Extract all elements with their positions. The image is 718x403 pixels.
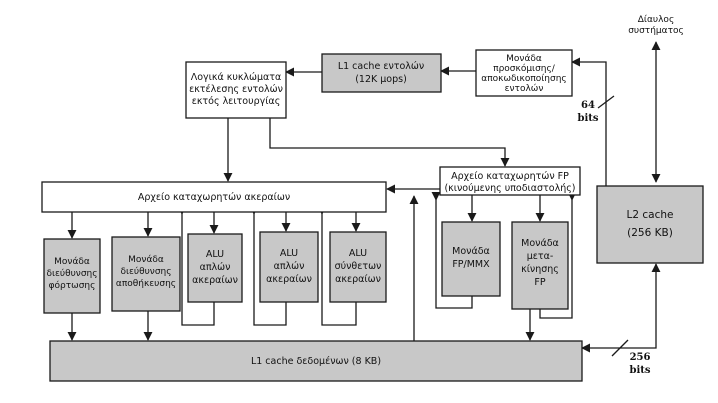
svg-text:μετα-: μετα- bbox=[527, 251, 554, 262]
l1-instruction-cache: L1 cache εντολών (12K μops) bbox=[321, 53, 442, 93]
svg-text:FP: FP bbox=[534, 277, 545, 288]
l2-cache: L2 cache (256 KB) bbox=[596, 185, 704, 264]
svg-text:256: 256 bbox=[630, 352, 651, 363]
bus-width-64: 64 bits bbox=[577, 100, 598, 124]
svg-text:ακεραίων: ακεραίων bbox=[192, 275, 238, 286]
svg-text:Λογικά κυκλώματα: Λογικά κυκλώματα bbox=[191, 72, 282, 83]
svg-text:εκτός λειτουργίας: εκτός λειτουργίας bbox=[192, 96, 281, 107]
svg-text:L1 cache εντολών: L1 cache εντολών bbox=[338, 61, 424, 72]
svg-text:Μονάδα: Μονάδα bbox=[54, 257, 90, 267]
svg-text:Μονάδα: Μονάδα bbox=[128, 255, 164, 265]
system-bus-line-1: Δίαυλος bbox=[638, 15, 674, 25]
svg-text:ALU: ALU bbox=[349, 248, 367, 259]
l1d-l2-bus-arrow bbox=[581, 263, 661, 353]
svg-text:bits: bits bbox=[629, 365, 650, 376]
svg-text:αποθήκευσης: αποθήκευσης bbox=[116, 279, 176, 289]
fp-move-unit: Μονάδα μετα- κίνησης FP bbox=[511, 221, 569, 310]
svg-text:FP/MMX: FP/MMX bbox=[452, 259, 490, 270]
svg-text:Αρχείο καταχωρητών FP: Αρχείο καταχωρητών FP bbox=[451, 171, 569, 182]
svg-text:προσκόμισης/: προσκόμισης/ bbox=[493, 63, 556, 74]
svg-text:(256 KB): (256 KB) bbox=[627, 227, 673, 239]
svg-text:κίνησης: κίνησης bbox=[521, 264, 559, 275]
integer-register-file: Αρχείο καταχωρητών ακεραίων bbox=[41, 181, 387, 213]
l1-data-cache: L1 cache δεδομένων (8 KB) bbox=[49, 340, 583, 382]
svg-text:φόρτωσης: φόρτωσης bbox=[49, 280, 96, 291]
svg-text:64: 64 bbox=[581, 100, 595, 111]
svg-text:bits: bits bbox=[577, 113, 598, 124]
svg-text:Μονάδα: Μονάδα bbox=[506, 54, 542, 64]
l2-to-fetch-arrow bbox=[571, 57, 607, 186]
svg-text:ακεραίων: ακεραίων bbox=[266, 274, 312, 285]
fpmmx-output-loop bbox=[431, 191, 473, 309]
system-bus-line-2: συστήματος bbox=[628, 26, 684, 36]
svg-text:εντολών: εντολών bbox=[505, 83, 544, 94]
fetch-decode-unit: Μονάδα προσκόμισης/ αποκωδικοποίησης εντ… bbox=[475, 49, 573, 97]
out-of-order-logic: Λογικά κυκλώματα εκτέλεσης εντολών εκτός… bbox=[185, 61, 287, 119]
bus-256-slash bbox=[611, 339, 629, 357]
svg-text:απλών: απλών bbox=[200, 262, 231, 273]
svg-text:απλών: απλών bbox=[274, 261, 305, 272]
alu-simple-integer-1: ALU απλών ακεραίων bbox=[187, 233, 243, 303]
fpmove-output-loop bbox=[539, 191, 577, 319]
svg-text:εκτέλεσης εντολών: εκτέλεσης εντολών bbox=[189, 84, 283, 95]
svg-text:L1 cache δεδομένων (8 KB): L1 cache δεδομένων (8 KB) bbox=[251, 356, 381, 367]
svg-text:ακεραίων: ακεραίων bbox=[335, 274, 381, 285]
alu-simple-integer-2: ALU απλών ακεραίων bbox=[259, 231, 319, 303]
svg-text:διεύθυνσης: διεύθυνσης bbox=[46, 268, 97, 279]
svg-text:L2 cache: L2 cache bbox=[627, 209, 674, 221]
ooo-to-fpreg-arrow bbox=[269, 118, 510, 167]
svg-text:ALU: ALU bbox=[280, 248, 298, 259]
system-bus-label: Δίαυλος συστήματος bbox=[628, 15, 684, 36]
svg-text:ALU: ALU bbox=[206, 249, 224, 260]
svg-text:(12K μops): (12K μops) bbox=[355, 74, 407, 85]
svg-text:Μονάδα: Μονάδα bbox=[521, 238, 559, 249]
bus-width-256: 256 bits bbox=[629, 352, 650, 376]
svg-text:Αρχείο καταχωρητών ακεραίων: Αρχείο καταχωρητών ακεραίων bbox=[138, 192, 290, 203]
svg-text:διεύθυνσης: διεύθυνσης bbox=[120, 266, 171, 277]
svg-text:(κινούμενης υποδιαστολής): (κινούμενης υποδιαστολής) bbox=[444, 183, 575, 194]
alu-complex-integer: ALU σύνθετων ακεραίων bbox=[329, 231, 387, 303]
svg-text:Μονάδα: Μονάδα bbox=[452, 246, 490, 257]
bus-64-slash bbox=[597, 95, 615, 109]
svg-text:σύνθετων: σύνθετων bbox=[335, 261, 382, 272]
load-address-unit: Μονάδα διεύθυνσης φόρτωσης bbox=[43, 238, 101, 314]
fp-register-file: Αρχείο καταχωρητών FP (κινούμενης υποδια… bbox=[439, 166, 581, 196]
store-address-unit: Μονάδα διεύθυνσης αποθήκευσης bbox=[111, 236, 181, 312]
fp-mmx-unit: Μονάδα FP/MMX bbox=[441, 221, 501, 297]
svg-text:αποκωδικοποίησης: αποκωδικοποίησης bbox=[481, 74, 566, 84]
